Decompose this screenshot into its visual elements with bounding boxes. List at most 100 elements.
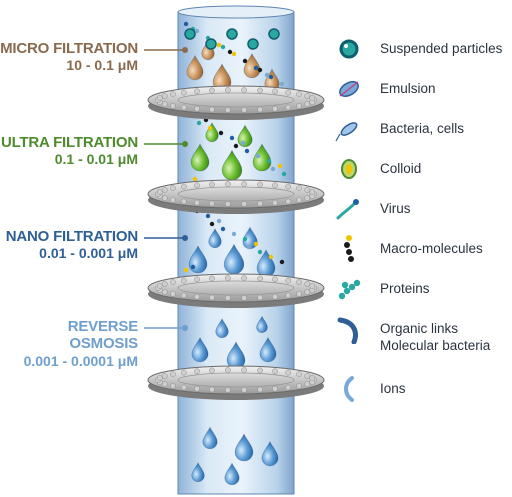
filtration-stage-3 (183, 208, 285, 278)
stage-name: NANO FILTRATION (5, 228, 138, 245)
filtration-stage-2 (190, 117, 287, 182)
water-drop (186, 54, 204, 81)
particle (279, 81, 285, 87)
filter-membrane-1 (147, 85, 325, 120)
particle (264, 72, 270, 78)
particle (231, 51, 237, 57)
stage-name: REVERSE OSMOSIS (67, 318, 138, 353)
legend-item: Bacteria, cells (334, 114, 509, 144)
legend-item: Virus (334, 194, 509, 224)
legend-item: Emulsion (334, 74, 509, 104)
organic-links-icon (337, 317, 358, 344)
stage-range: 0.1 - 0.01 μM (54, 151, 138, 168)
colloid-icon (341, 159, 357, 179)
legend-item: Colloid (334, 154, 509, 184)
macro-molecules-icon (344, 235, 354, 262)
particle (207, 125, 213, 131)
water-drop (191, 461, 205, 482)
emulsion-icon (339, 81, 359, 97)
stage-name: ULTRA FILTRATION (0, 134, 138, 151)
legend-label-line: Organic links (380, 321, 459, 336)
particle (205, 213, 211, 219)
water-drop (261, 440, 279, 467)
particle (257, 249, 263, 255)
legend-label-line: Emulsion (380, 81, 436, 96)
particle (242, 58, 248, 64)
legend-label-line: Colloid (380, 161, 422, 176)
stage-connector-dot (182, 325, 188, 331)
particle (281, 171, 287, 177)
particle (277, 163, 283, 169)
particle (183, 21, 189, 27)
filter-membrane-4 (147, 365, 325, 400)
stage-name: MICRO FILTRATION (0, 40, 138, 57)
stage-connector-dot (182, 235, 188, 241)
filter-membrane-3 (147, 273, 325, 308)
legend-label-line: Suspended particles (380, 41, 503, 56)
particle (257, 67, 263, 73)
legend-label: Bacteria, cells (380, 121, 464, 138)
legend-label: Emulsion (380, 81, 436, 98)
suspended-particle (184, 28, 196, 40)
water-drop (256, 315, 268, 333)
particle (246, 244, 252, 250)
legend-label-line: Macro-molecules (380, 241, 483, 256)
water-drop (208, 227, 222, 248)
particle (227, 49, 233, 55)
water-drop (205, 121, 219, 142)
particle (233, 143, 239, 149)
particle (268, 254, 274, 260)
filtration-stage-1 (183, 21, 285, 92)
water-drop (259, 336, 277, 363)
tube-top (177, 5, 295, 19)
legend-label-line: Molecular bacteria (380, 337, 491, 353)
bacteria-icon (335, 122, 358, 142)
virus-icon (336, 199, 359, 220)
particle (183, 267, 189, 273)
particle (231, 231, 237, 237)
legend-label: Proteins (380, 281, 430, 298)
water-drop (252, 143, 272, 172)
particle (216, 42, 222, 48)
suspended-particle (205, 38, 217, 50)
legend-label: Macro-molecules (380, 241, 483, 258)
legend-label-line: Proteins (380, 281, 430, 296)
suspended-particle (268, 28, 280, 40)
water-drop (190, 143, 210, 172)
particle (190, 264, 196, 270)
particle (242, 236, 248, 242)
suspended-particle (226, 28, 238, 40)
stage-connector-dot (182, 141, 188, 147)
legend-label-line: Virus (380, 201, 411, 216)
particle (196, 120, 202, 126)
filtration-stage-4 (191, 315, 277, 370)
stage-range: 10 - 0.1 μM (66, 57, 138, 74)
stage-range: 0.001 - 0.0001 μM (23, 352, 138, 369)
particle (220, 44, 226, 50)
ions-icon (344, 376, 354, 402)
legend-item: Suspended particles (334, 34, 509, 64)
water-drop (202, 426, 218, 450)
water-drop (237, 124, 253, 148)
legend-label: Suspended particles (380, 41, 502, 58)
particle (270, 166, 276, 172)
legend-label: Ions (380, 381, 406, 398)
filtration-stage-5 (191, 426, 279, 486)
particle (220, 226, 226, 232)
particle (244, 148, 250, 154)
particle (268, 74, 274, 80)
particle (218, 130, 224, 136)
particle (229, 135, 235, 141)
legend-label-line: Ions (380, 381, 406, 396)
particle (192, 176, 198, 182)
suspended-particle (247, 38, 259, 50)
legend-label-line: Bacteria, cells (380, 121, 465, 136)
particle (209, 221, 215, 227)
particle (253, 65, 259, 71)
